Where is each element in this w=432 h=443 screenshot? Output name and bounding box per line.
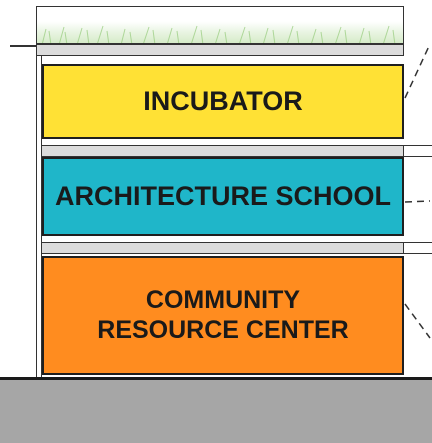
floor-slab-middle (36, 145, 404, 157)
leader-line-architecture-school (404, 195, 432, 207)
floor-incubator: INCUBATOR (42, 64, 404, 139)
roof-garden (36, 6, 404, 44)
floor-label-community-resource-center: COMMUNITY RESOURCE CENTER (97, 286, 349, 344)
floor-architecture-school: ARCHITECTURE SCHOOL (42, 157, 404, 236)
leader-line-incubator (404, 40, 432, 100)
leader-line-community-resource-center (404, 300, 432, 342)
floor-slab-top (36, 44, 404, 56)
slab-extension-lower (404, 242, 432, 254)
ground (0, 377, 432, 443)
floor-label-architecture-school: ARCHITECTURE SCHOOL (55, 180, 391, 211)
floor-label-incubator: INCUBATOR (143, 85, 303, 116)
left-column (36, 56, 42, 377)
slab-extension-middle (404, 145, 432, 157)
floor-community-resource-center: COMMUNITY RESOURCE CENTER (42, 256, 404, 375)
roof-extension-line (10, 45, 36, 47)
floor-slab-lower (36, 242, 404, 254)
